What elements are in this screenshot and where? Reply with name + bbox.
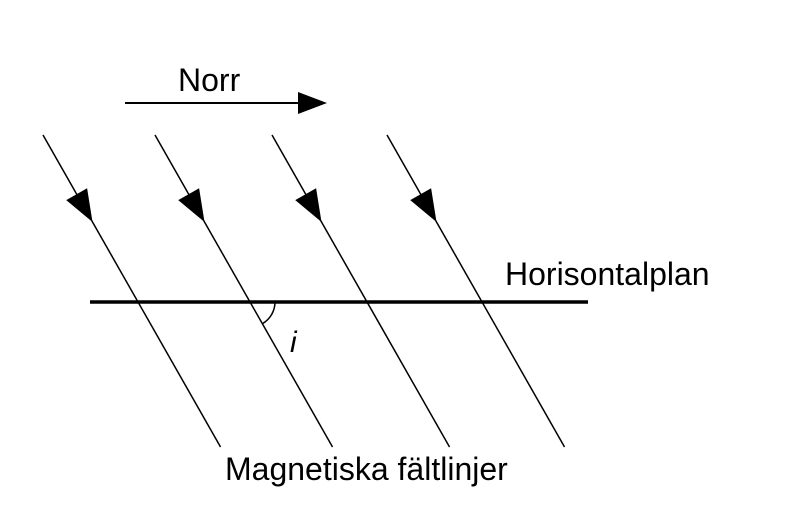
field-line [42, 134, 222, 448]
field-lines-label: Magnetiska fältlinjer [225, 451, 508, 487]
arrowhead-icon [66, 188, 93, 222]
field-line [271, 134, 451, 448]
field-lines [42, 134, 566, 448]
horizontal-plane-label: Horisontalplan [505, 256, 710, 292]
field-line [154, 134, 334, 448]
arrowhead-icon [410, 188, 437, 222]
north-arrow [125, 92, 327, 114]
field-line [386, 134, 566, 448]
angle-label: i [290, 326, 298, 359]
north-label: Norr [178, 62, 241, 98]
inclination-angle-arc [262, 301, 276, 325]
arrowhead-icon [178, 188, 205, 222]
arrowhead-icon [295, 188, 322, 222]
